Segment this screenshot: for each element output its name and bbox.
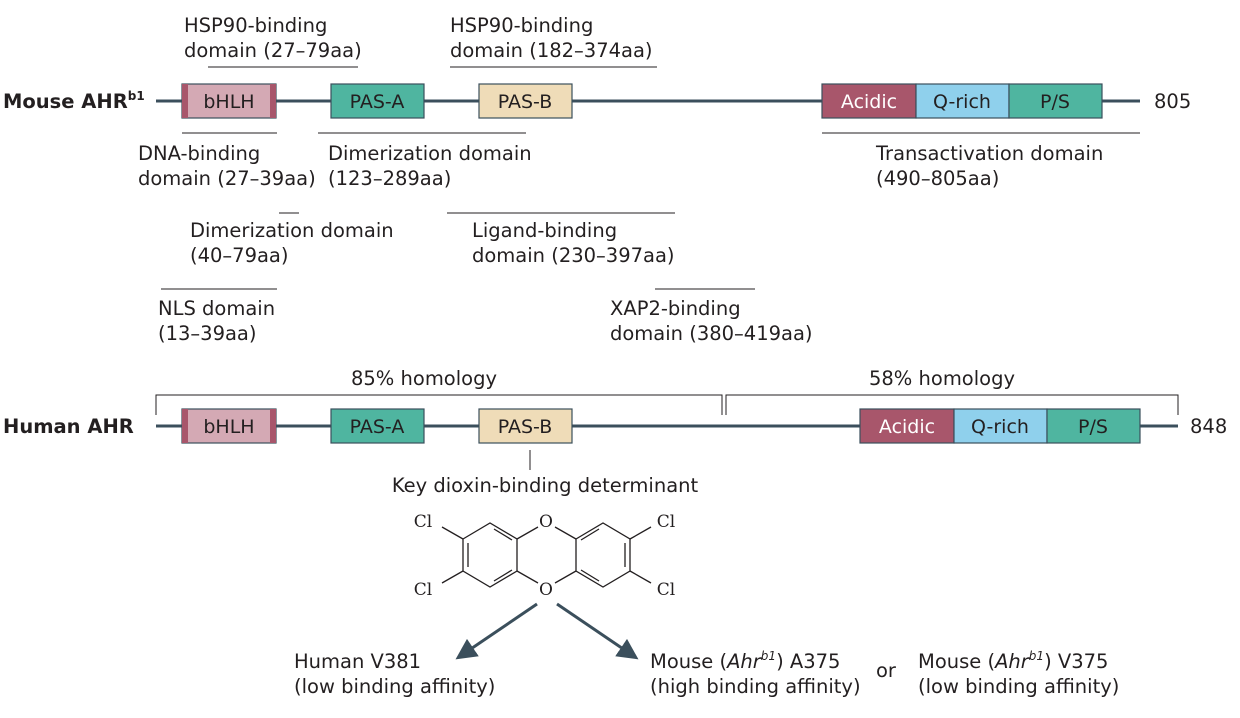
human-qrich-domain — [953, 408, 1048, 444]
annotation-xap2: XAP2-binding domain (380–419aa) — [610, 288, 813, 345]
bond-cl-top-right — [629, 526, 652, 540]
homology-left-bracket — [155, 394, 723, 415]
outcome-mouse-a-line1: Mouse (Ahrb1) A375 — [650, 649, 840, 673]
human-ps-domain — [1046, 408, 1141, 444]
left-ring-double-bond-3 — [493, 569, 513, 582]
annotation-hsp90-a: HSP90-binding domain (27–79aa) — [184, 14, 362, 68]
dna-binding-line1: DNA-binding — [138, 142, 260, 165]
left-benzene-ring — [462, 522, 518, 588]
dimerization-2-line2: (40–79aa) — [190, 244, 289, 267]
chlorine-bottom-left: Cl — [414, 580, 432, 600]
bond-left-top-oxygen — [516, 526, 539, 540]
mouse-bhlh-edge-right — [270, 84, 276, 118]
bond-cl-bottom-right — [629, 570, 652, 584]
right-benzene-ring — [575, 522, 631, 588]
bond-cl-bottom-left — [441, 570, 464, 584]
outcome-mouse-v375: Mouse (Ahrb1) V375 (low binding affinity… — [918, 649, 1119, 698]
outcome-human-line1: Human V381 — [294, 650, 421, 673]
chlorine-top-right: Cl — [657, 512, 675, 532]
mouse-pas-b-domain — [478, 83, 573, 119]
hsp90-b-line1: HSP90-binding — [450, 14, 593, 37]
right-ring-double-bond-3 — [580, 569, 600, 582]
right-ring-double-bond-2 — [580, 528, 600, 541]
nls-line1: NLS domain — [158, 297, 275, 320]
human-acidic-label: Acidic — [879, 416, 935, 438]
dimerization-1-line1: Dimerization domain — [328, 142, 532, 165]
outcome-mouse-v-line2: (low binding affinity) — [918, 675, 1119, 698]
dioxin-structure — [441, 522, 652, 588]
mouse-ahr-label: Mouse AHRb1 — [3, 89, 145, 113]
human-length: 848 — [1190, 415, 1227, 438]
mouse-ps-domain — [1008, 83, 1103, 119]
oxygen-top: O — [539, 512, 553, 532]
human-bhlh-domain — [181, 408, 277, 444]
outcome-mouse-a375: Mouse (Ahrb1) A375 (high binding affinit… — [650, 649, 861, 698]
nls-line2: (13–39aa) — [158, 322, 257, 345]
mouse-bhlh-edge-left — [182, 84, 188, 118]
arrow-to-human — [455, 602, 538, 660]
annotation-ligand-binding: Ligand-binding domain (230–397aa) — [447, 212, 675, 267]
hsp90-a-line1: HSP90-binding — [184, 14, 327, 37]
outcome-mouse-a-line2: (high binding affinity) — [650, 675, 861, 698]
ligand-binding-line1: Ligand-binding — [472, 219, 617, 242]
mouse-bhlh-label: bHLH — [203, 91, 254, 113]
outcome-mouse-v-line1: Mouse (Ahrb1) V375 — [918, 649, 1108, 673]
chlorine-bottom-right: Cl — [657, 580, 675, 600]
ligand-binding-line2: domain (230–397aa) — [472, 244, 675, 267]
annotation-dimerization-2: Dimerization domain (40–79aa) — [190, 212, 394, 267]
outcome-human-line2: (low binding affinity) — [294, 675, 495, 698]
homology-right-label: 58% homology — [869, 367, 1015, 390]
bond-cl-top-left — [441, 526, 464, 540]
mouse-length: 805 — [1154, 90, 1191, 113]
outcome-or: or — [876, 659, 897, 682]
human-acidic-domain — [859, 408, 955, 444]
mouse-pas-a-label: PAS-A — [350, 91, 405, 113]
human-bhlh-edge-left — [182, 409, 188, 443]
homology-brackets: 85% homology 58% homology — [155, 367, 1179, 415]
mouse-pas-b-label: PAS-B — [498, 91, 553, 113]
mouse-pas-a-domain — [330, 83, 425, 119]
mouse-acidic-label: Acidic — [841, 91, 897, 113]
bond-left-bottom-oxygen — [516, 570, 539, 584]
xap2-line1: XAP2-binding — [610, 297, 741, 320]
mouse-ahr-row: Mouse AHRb1 bHLH PAS-A PAS-B Acidic Q-ri… — [3, 83, 1191, 119]
xap2-line2: domain (380–419aa) — [610, 322, 813, 345]
dna-binding-line2: domain (27–39aa) — [138, 167, 316, 190]
left-ring-double-bond-2 — [493, 528, 513, 541]
mouse-qrich-label: Q-rich — [933, 91, 991, 113]
homology-right-bracket — [725, 394, 1179, 415]
hsp90-b-line2: domain (182–374aa) — [450, 39, 653, 62]
dimerization-2-line1: Dimerization domain — [190, 219, 394, 242]
human-bhlh-edge-right — [270, 409, 276, 443]
mouse-ps-label: P/S — [1040, 91, 1070, 113]
annotation-dna-binding: DNA-binding domain (27–39aa) — [138, 132, 316, 190]
oxygen-bottom: O — [539, 580, 553, 600]
human-bhlh-label: bHLH — [203, 416, 254, 438]
bond-right-bottom-oxygen — [554, 570, 577, 584]
outcome-human: Human V381 (low binding affinity) — [294, 650, 495, 698]
annotation-dimerization-1: Dimerization domain (123–289aa) — [318, 132, 532, 190]
annotation-hsp90-b: HSP90-binding domain (182–374aa) — [450, 14, 657, 68]
hsp90-a-line2: domain (27–79aa) — [184, 39, 362, 62]
human-ahr-row: Human AHR bHLH PAS-A PAS-B Acidic Q-rich… — [3, 408, 1227, 444]
human-pas-a-label: PAS-A — [350, 416, 405, 438]
transactivation-line1: Transactivation domain — [875, 142, 1103, 165]
key-determinant-label: Key dioxin-binding determinant — [392, 474, 699, 497]
chlorine-top-left: Cl — [414, 512, 432, 532]
human-pas-a-domain — [330, 408, 425, 444]
bond-right-top-oxygen — [554, 526, 577, 540]
human-ps-label: P/S — [1078, 416, 1108, 438]
arrow-to-mouse — [556, 602, 639, 660]
annotation-transactivation: Transactivation domain (490–805aa) — [822, 132, 1140, 190]
human-pas-b-label: PAS-B — [498, 416, 553, 438]
dimerization-1-line2: (123–289aa) — [328, 167, 451, 190]
human-qrich-label: Q-rich — [971, 416, 1029, 438]
annotation-nls: NLS domain (13–39aa) — [158, 288, 277, 345]
human-pas-b-domain — [478, 408, 573, 444]
human-ahr-label: Human AHR — [3, 415, 134, 438]
transactivation-line2: (490–805aa) — [876, 167, 999, 190]
homology-left-label: 85% homology — [351, 367, 497, 390]
